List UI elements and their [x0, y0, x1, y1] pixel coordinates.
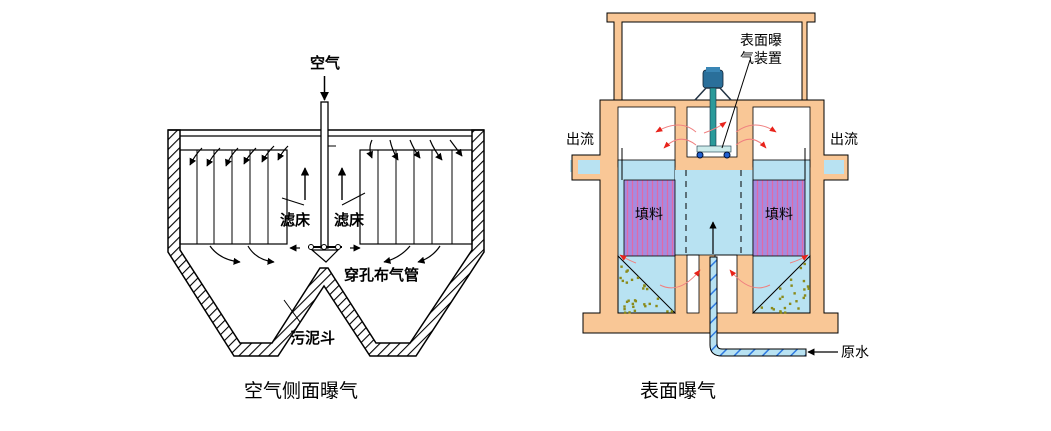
- sediment-dot: [631, 302, 635, 306]
- sediment-dot: [788, 302, 792, 306]
- label-packing-left: 填料: [635, 207, 663, 223]
- sediment-dot: [789, 278, 793, 281]
- sediment-dot: [772, 308, 775, 311]
- packing-left: [623, 179, 676, 257]
- sediment-dot: [803, 262, 806, 266]
- sediment-dot: [630, 278, 634, 282]
- label-packing-right: 填料: [765, 207, 793, 223]
- caption-side-aeration: 空气侧面曝气: [244, 380, 358, 402]
- sediment-dot: [760, 306, 764, 309]
- sediment-dot: [626, 269, 629, 272]
- surface-aerator: [694, 67, 732, 159]
- label-outflow-left: 出流: [566, 132, 594, 148]
- sediment-dot: [643, 284, 646, 287]
- sediment-dot: [770, 306, 774, 310]
- label-sludge-hopper: 污泥斗: [290, 329, 335, 347]
- sediment-dot: [656, 297, 660, 300]
- air-pipe: [320, 101, 329, 249]
- sediment-dot: [632, 305, 635, 309]
- sediment-dot: [802, 296, 805, 300]
- sediment-dot: [783, 311, 787, 314]
- sediment-dot: [644, 304, 647, 308]
- label-filter-bed-left: 滤床: [280, 211, 311, 229]
- sediment-dot: [670, 310, 674, 313]
- sediment-dot: [619, 276, 622, 280]
- sediment-dot: [799, 266, 803, 270]
- label-filter-bed-right: 滤床: [334, 211, 365, 229]
- sediment-dot: [778, 297, 782, 301]
- sediment-dot: [620, 265, 623, 268]
- sediment-dot: [642, 287, 645, 290]
- sediment-dot: [623, 305, 626, 308]
- sediment-dot: [802, 279, 806, 283]
- sediment-dot: [666, 310, 669, 313]
- label-aerator-line2: 气装置: [740, 51, 782, 67]
- filter-bed-right: [359, 149, 473, 245]
- sediment-dot: [633, 309, 637, 313]
- sediment-dot: [636, 276, 640, 280]
- sediment-dot: [625, 281, 629, 284]
- sediment-dot: [779, 311, 783, 314]
- sediment-dots: [619, 262, 810, 314]
- label-outflow-right: 出流: [830, 132, 858, 148]
- sediment-dot: [807, 287, 810, 290]
- sediment-dot: [648, 302, 651, 306]
- sediment-dot: [797, 307, 800, 310]
- label-air: 空气: [310, 54, 340, 72]
- sediment-dot: [790, 284, 793, 287]
- caption-surface-aeration: 表面曝气: [640, 380, 716, 402]
- sediment-dot: [655, 304, 658, 308]
- red-flow-arrows: [619, 121, 809, 289]
- sediment-dot: [779, 287, 782, 290]
- label-aerator-line1: 表面曝: [740, 33, 782, 49]
- label-raw-water: 原水: [841, 345, 869, 361]
- sediment-dot: [803, 294, 807, 297]
- surface-aeration-diagram: 表面曝 气装置 出流 出流 填料 填料 原水: [566, 12, 869, 361]
- sediment-dot: [627, 299, 630, 302]
- sediment-dot: [623, 307, 626, 311]
- label-perforated-pipe: 穿孔布气管: [344, 266, 419, 284]
- sediment-dot: [643, 303, 646, 306]
- sediment-dot: [645, 287, 649, 291]
- sediment-dot: [779, 310, 782, 313]
- sediment-dot: [793, 292, 796, 295]
- side-aeration-diagram: 空气 滤床 滤床 穿孔布气管 污泥斗: [167, 54, 485, 357]
- packing-right: [752, 179, 806, 257]
- sediment-dot: [783, 306, 787, 310]
- sediment-dot: [625, 300, 629, 304]
- filter-bed-left: [179, 149, 288, 245]
- sediment-dot: [803, 288, 806, 291]
- raw-water-pipe: [709, 256, 807, 357]
- support-frame: [606, 12, 816, 101]
- motor: [702, 69, 724, 89]
- flow-arrows: [189, 139, 463, 265]
- sediment-dot: [621, 279, 625, 283]
- sediment-dot: [633, 299, 637, 302]
- sediment-dot: [806, 285, 810, 288]
- sediment-dot: [795, 300, 798, 303]
- sediment-dot: [623, 311, 627, 314]
- sediment-dot: [628, 311, 631, 314]
- sediment-dot: [781, 295, 784, 299]
